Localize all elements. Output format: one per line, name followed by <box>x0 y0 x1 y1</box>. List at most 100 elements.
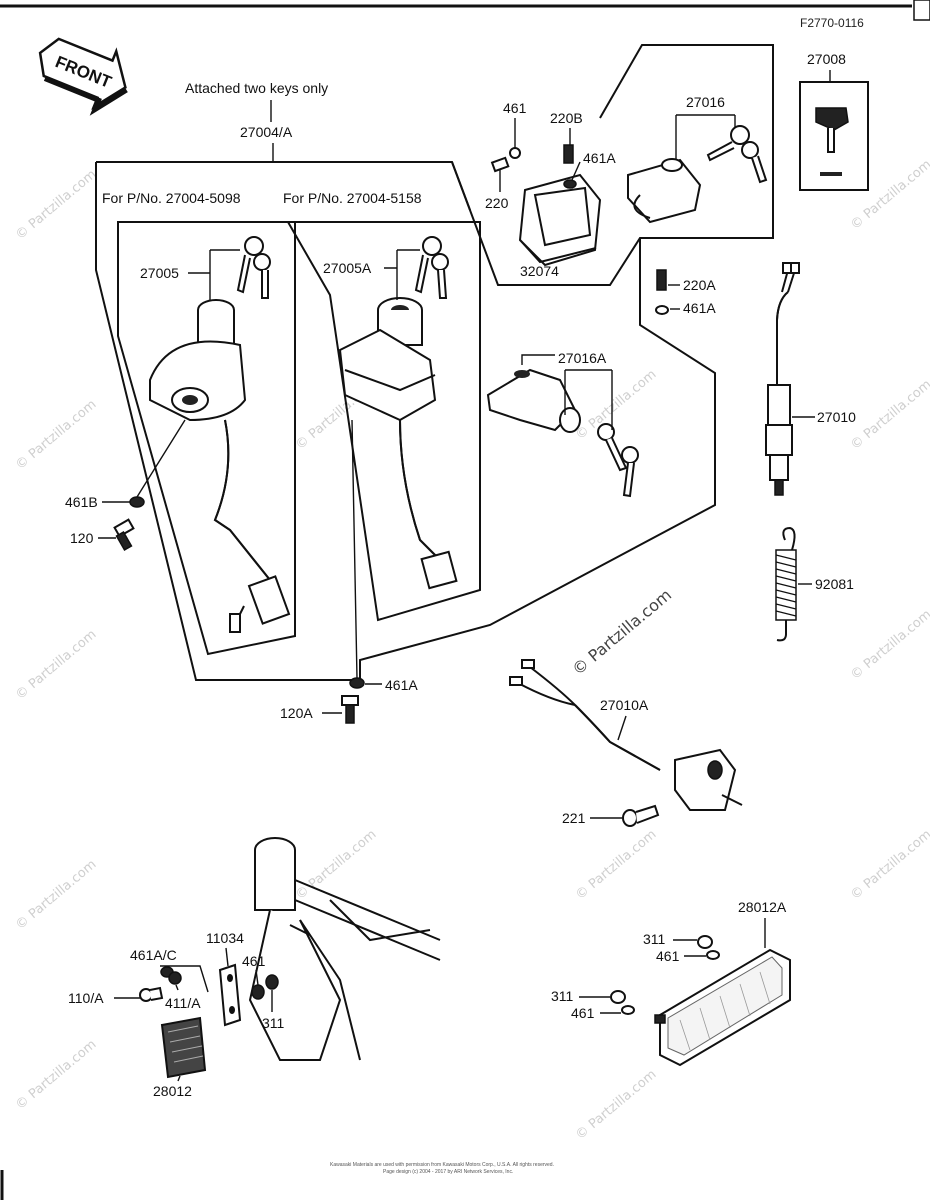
copyright-line-1: Kawasaki Materials are used with permiss… <box>330 1162 554 1168</box>
watermark-text: © Partzilla.com <box>293 827 379 903</box>
lock-27016A <box>486 368 639 498</box>
part-label-28012A: 28012A <box>738 899 787 915</box>
part-label-461B: 461B <box>65 494 98 510</box>
part-label-461AC: 461A/C <box>130 947 177 963</box>
spring-92081 <box>775 526 797 642</box>
leader-line <box>102 419 186 503</box>
ignition-switch-27005A <box>338 297 458 590</box>
group-outline-left <box>117 221 296 656</box>
ignition-switch-27005 <box>149 299 291 633</box>
part-label-220A: 220A <box>683 277 716 293</box>
keys-27005 <box>236 236 271 299</box>
part-label-221: 221 <box>562 810 586 826</box>
watermark-text: © Partzilla.com <box>848 377 930 453</box>
part-label-27010: 27010 <box>817 409 856 425</box>
washer-461B <box>129 496 145 508</box>
bolt-110A <box>139 986 164 1002</box>
screw-221 <box>622 804 660 827</box>
watermark-text: © Partzilla.com <box>13 397 99 473</box>
group-left-title: For P/No. 27004-5098 <box>102 190 241 206</box>
part-label-311-b: 311 <box>551 988 574 1004</box>
bolt-120A <box>341 695 359 724</box>
bolt-120 <box>113 518 135 551</box>
copyright-line-2: Page design (c) 2004 - 2017 by ARI Netwo… <box>383 1169 513 1175</box>
part-label-461A-top: 461A <box>583 150 616 166</box>
part-label-461-c: 461 <box>242 953 266 969</box>
group-main-label: 27004/A <box>240 124 293 140</box>
nut-311-b <box>610 990 626 1004</box>
leader-line <box>188 249 240 300</box>
part-label-32074: 32074 <box>520 263 559 279</box>
group-right-title: For P/No. 27004-5158 <box>283 190 422 206</box>
nut-311-a <box>697 935 713 949</box>
reflector-28012 <box>160 1016 207 1079</box>
part-label-311-c: 311 <box>262 1015 285 1031</box>
part-label-27005: 27005 <box>140 265 179 281</box>
watermark-text: © Partzilla.com <box>13 857 99 933</box>
part-label-27010A: 27010A <box>600 697 649 713</box>
leader-line <box>255 969 259 986</box>
leader-line <box>521 354 613 430</box>
diagram-code: F2770-0116 <box>800 16 864 30</box>
part-label-411A: 411/A <box>165 995 201 1011</box>
group-outline-lower <box>95 162 716 681</box>
part-label-27016A: 27016A <box>558 350 607 366</box>
part-label-28012: 28012 <box>153 1083 192 1099</box>
group-outline-right <box>286 221 481 622</box>
part-label-27016: 27016 <box>686 94 725 110</box>
keys-27005A <box>414 236 449 299</box>
leader-line <box>617 715 627 741</box>
lock-27016 <box>627 125 768 224</box>
washer-461A-low <box>349 677 365 689</box>
washer-461-c <box>251 984 265 1000</box>
watermark-text: © Partzilla.com <box>848 607 930 683</box>
part-label-220B: 220B <box>550 110 583 126</box>
bracket-11034 <box>218 963 242 1027</box>
part-label-461-a: 461 <box>656 948 680 964</box>
part-label-461-b: 461 <box>571 1005 595 1021</box>
part-label-27008: 27008 <box>807 51 846 67</box>
watermark-text: © Partzilla.com <box>573 367 659 443</box>
part-label-11034: 11034 <box>206 930 244 946</box>
switch-27010 <box>765 262 800 496</box>
part-label-92081: 92081 <box>815 576 854 592</box>
watermark-text: © Partzilla.com <box>13 1037 99 1113</box>
washer-461-a <box>706 950 720 960</box>
watermark-text: © Partzilla.com <box>573 1067 659 1143</box>
nut-311-c <box>265 974 279 990</box>
part-label-120: 120 <box>70 530 94 546</box>
frame-tube <box>248 837 441 1061</box>
part-label-120A: 120A <box>280 705 313 721</box>
leader-line <box>675 114 736 160</box>
leader-line <box>351 419 382 685</box>
watermark-text: © Partzilla.com <box>848 827 930 903</box>
part-label-311-a: 311 <box>643 931 666 947</box>
nut-411A <box>168 971 182 985</box>
watermark-text-prominent: © Partzilla.com <box>568 585 675 679</box>
part-label-461-top: 461 <box>503 100 527 116</box>
page-corner-mark <box>913 0 930 21</box>
switch-27010A <box>509 659 743 811</box>
front-arrow: FRONT <box>38 37 128 116</box>
leader-line <box>571 161 581 181</box>
leader-line <box>384 249 420 300</box>
watermark-text: © Partzilla.com <box>573 827 659 903</box>
watermark-text: © Partzilla.com <box>13 627 99 703</box>
group-outline-joint <box>451 161 471 211</box>
screw-220A <box>655 269 669 315</box>
bolt-220B <box>563 144 574 164</box>
key-27008 <box>815 107 849 176</box>
leader-line <box>225 947 229 967</box>
leader-line <box>160 965 209 993</box>
leader-line <box>177 1075 181 1082</box>
part-label-461A-mid: 461A <box>683 300 716 316</box>
part-label-220: 220 <box>485 195 509 211</box>
part-label-110A: 110/A <box>68 990 104 1006</box>
watermark-text: © Partzilla.com <box>13 167 99 243</box>
washer-461A-top <box>563 179 577 189</box>
reflector-28012A <box>654 948 791 1067</box>
leader-line <box>175 984 179 991</box>
washer-461-b <box>621 1005 635 1015</box>
